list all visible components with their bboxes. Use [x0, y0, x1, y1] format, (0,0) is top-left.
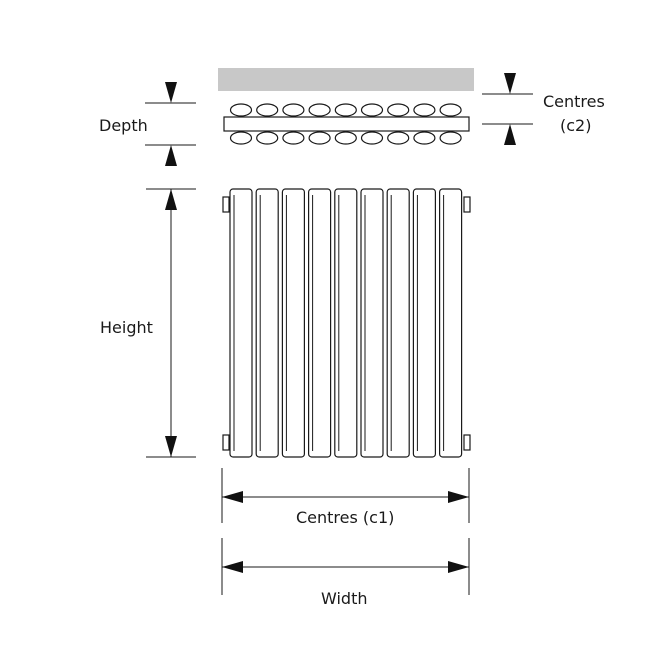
radiator-column	[412, 188, 436, 458]
top-oval-row-upper	[229, 103, 462, 117]
top-view	[218, 68, 474, 145]
width-arrow-left	[222, 561, 243, 573]
tube-oval	[439, 103, 462, 117]
tube-oval	[282, 103, 305, 117]
depth-dimension: Depth	[99, 82, 196, 166]
depth-arrow-bottom	[165, 145, 177, 166]
front-view	[222, 188, 471, 458]
radiator-column	[229, 188, 253, 458]
tube-oval	[256, 131, 279, 145]
height-arrow-top	[165, 189, 177, 210]
tube-oval	[387, 103, 410, 117]
tube-oval	[334, 131, 357, 145]
tube-oval	[360, 103, 384, 117]
right-valve-stub-bottom	[463, 434, 471, 451]
radiator-column	[308, 188, 332, 458]
wall-block	[218, 68, 474, 91]
radiator-column	[255, 188, 279, 458]
depth-arrow-top	[165, 82, 177, 103]
c1-arrow-right	[448, 491, 469, 503]
height-label: Height	[100, 318, 153, 337]
width-dimension: Width	[221, 538, 470, 608]
width-arrow-right	[448, 561, 469, 573]
right-valve-stub-top	[463, 196, 471, 213]
tube-oval	[308, 103, 331, 117]
tube-oval	[413, 131, 436, 145]
tube-oval	[439, 131, 462, 145]
tube-oval	[229, 131, 253, 145]
centres-c2-label-line2: (c2)	[560, 116, 591, 135]
tube-oval	[282, 131, 305, 145]
centres-c2-dimension: Centres (c2)	[482, 73, 605, 145]
tube-oval	[387, 131, 410, 145]
radiator-column	[334, 188, 358, 458]
radiator-column	[281, 188, 305, 458]
c2-arrow-bottom	[504, 124, 516, 145]
tube-oval	[256, 103, 279, 117]
tube-oval	[334, 103, 357, 117]
left-valve-stub-bottom	[222, 434, 230, 451]
depth-label: Depth	[99, 116, 148, 135]
tube-oval	[308, 131, 331, 145]
tube-oval	[229, 103, 253, 117]
manifold-bar	[223, 116, 470, 132]
radiator-column	[360, 188, 384, 458]
height-arrow-bottom	[165, 436, 177, 457]
radiator-column	[386, 188, 410, 458]
front-column-group	[229, 188, 463, 458]
width-label: Width	[321, 589, 367, 608]
radiator-column	[439, 188, 463, 458]
height-dimension: Height	[100, 188, 196, 458]
c2-arrow-top	[504, 73, 516, 94]
c1-arrow-left	[222, 491, 243, 503]
left-valve-stub-top	[222, 196, 230, 213]
tube-oval	[360, 131, 384, 145]
centres-c1-dimension: Centres (c1)	[221, 468, 470, 527]
top-oval-row-lower	[229, 131, 462, 145]
centres-c2-label-line1: Centres	[543, 92, 605, 111]
centres-c1-label: Centres (c1)	[296, 508, 394, 527]
tube-oval	[413, 103, 436, 117]
